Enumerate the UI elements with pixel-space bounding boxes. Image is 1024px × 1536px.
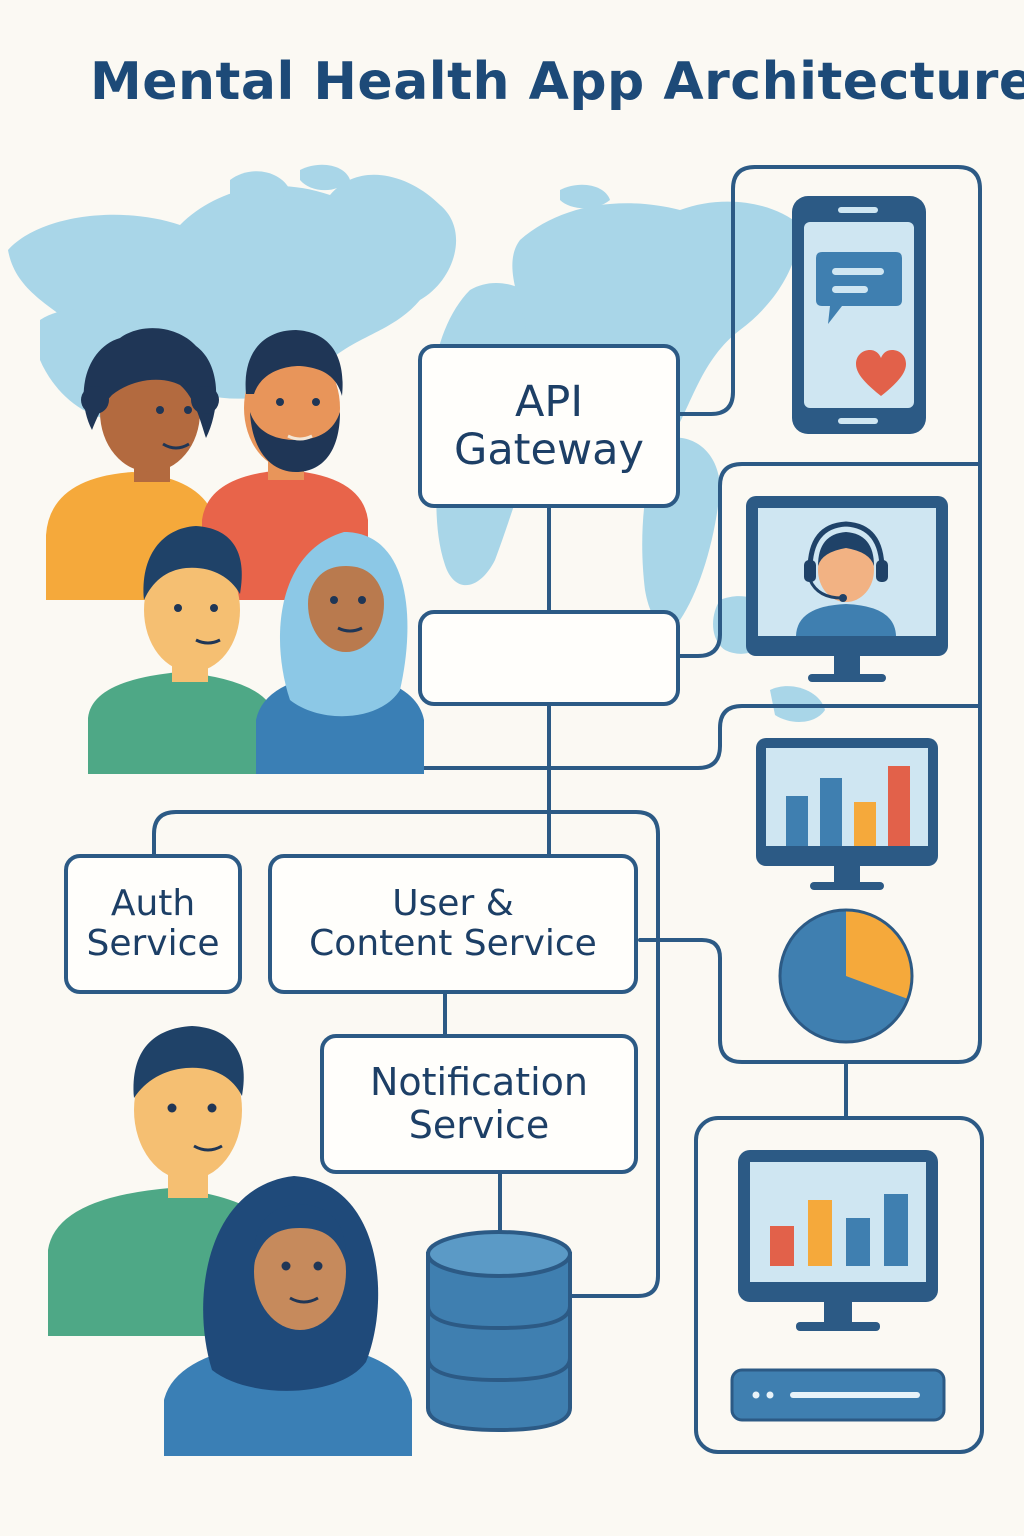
auth-service-box: Auth Service — [64, 854, 242, 994]
connector-lines — [152, 165, 984, 1454]
dashboard-monitor-icon — [738, 1150, 938, 1331]
user-content-label-line1: User & — [392, 882, 514, 924]
api-gateway-box: API Gateway — [418, 344, 680, 508]
bar-chart-monitor-icon — [756, 738, 938, 890]
notification-label-line1: Notification — [369, 1060, 589, 1105]
page-title: Mental Health App Architecture — [90, 52, 1024, 112]
unlabeled-service-box — [418, 610, 680, 706]
user-content-service-box: User & Content Service — [268, 854, 638, 994]
notification-label-line2: Service — [408, 1103, 550, 1147]
smartphone-chat-icon — [792, 196, 926, 434]
support-agent-monitor-icon — [746, 496, 948, 682]
user-content-label-line2: Content Service — [309, 923, 597, 964]
heart-icon — [856, 350, 906, 396]
server-unit-icon — [730, 1368, 946, 1422]
api-gateway-label-line2: Gateway — [454, 425, 644, 475]
auth-service-label-line1: Auth — [110, 882, 196, 924]
pie-chart-icon — [778, 908, 914, 1044]
notification-service-box: Notification Service — [320, 1034, 638, 1174]
people-group-icon — [46, 328, 424, 774]
auth-service-label-line2: Service — [86, 923, 220, 964]
database-icon — [426, 1230, 572, 1433]
people-pair-icon — [48, 1026, 412, 1456]
api-gateway-label-line1: API — [514, 376, 583, 427]
